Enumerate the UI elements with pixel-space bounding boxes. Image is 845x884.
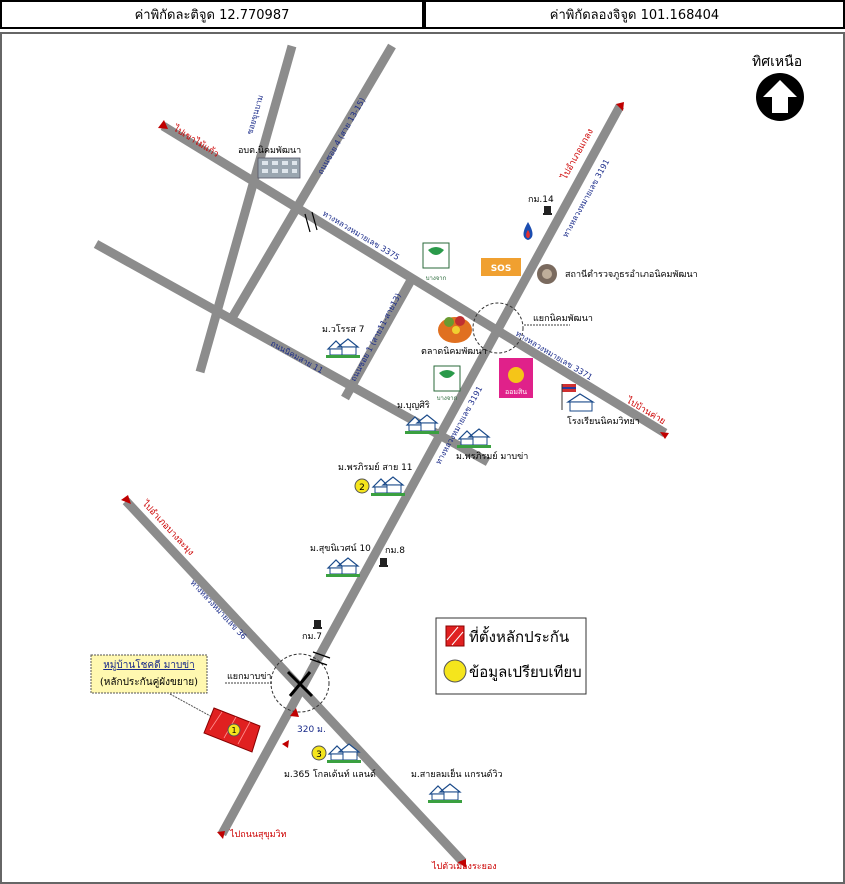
arrow-icon (158, 120, 168, 129)
road-label-3375: ทางหลวงหมายเลข 3375 (321, 209, 401, 262)
km-post-icon (313, 620, 322, 629)
subject-marker-label: 1 (231, 726, 236, 735)
label-village-saitlom: ม.สายลมเย็น แกรนด์วิว (411, 767, 503, 780)
road-soi-1 (341, 279, 414, 401)
dir-to-sukhumvit: ไปถนนสุขุมวิท (229, 829, 287, 840)
arrow-icon (660, 432, 669, 439)
gsb-bank-icon: ออมสิน (499, 358, 533, 398)
label-village-bunsiri: ม.บุญศิริ (397, 400, 430, 411)
coordinate-header: ค่าพิกัดละติจูด 12.770987 ค่าพิกัดลองจิจ… (0, 0, 845, 30)
sos-label: SOS (491, 264, 512, 274)
road-label-36: ทางหลวงหมายเลข 36 (189, 578, 249, 641)
junction-arrow-icon (286, 670, 314, 698)
label-km7: กม.7 (302, 632, 322, 642)
village-house-icon (457, 428, 491, 448)
arrow-icon (121, 495, 131, 504)
village-house-icon (371, 476, 405, 496)
north-arrow: ทิศเหนือ (752, 54, 804, 121)
school-icon (561, 384, 596, 412)
label-village-pornphirom-mabkha: ม.พรภิรมย์ มาบข่า (456, 450, 528, 462)
marker-3-label: 3 (316, 750, 322, 760)
arrow-icon (458, 859, 466, 868)
road-hw-3375 (160, 122, 668, 437)
village-house-icon (327, 743, 361, 763)
label-obt: อบต.นิคมพัฒนา (238, 145, 301, 156)
bangchak-station-icon: บางจาก (433, 365, 461, 402)
village-house-icon (405, 414, 439, 434)
police-station-icon (537, 264, 557, 284)
arrow-icon (217, 831, 225, 839)
legend-comparison-label: ข้อมูลเปรียบเทียบ (469, 663, 582, 681)
road-hw-36 (122, 497, 467, 866)
arrow-icon (616, 102, 624, 111)
bangchak-label-2: บางจาก (437, 395, 458, 402)
longitude-cell: ค่าพิกัดลองจิจูด 101.168404 (424, 0, 845, 29)
village-house-icon (326, 338, 360, 358)
road-network (93, 43, 668, 866)
government-building-icon (257, 157, 301, 179)
road-hw-3191 (218, 103, 624, 837)
bangchak-station-icon: บางจาก (422, 242, 450, 282)
dir-to-sao: ไปเขาไม้แก้ว (171, 123, 221, 160)
label-km14: กม.14 (528, 195, 554, 205)
label-village-sukniwet: ม.สุขนิเวศน์ 10 (310, 542, 371, 554)
legend-comparison-swatch (443, 659, 467, 683)
label-village-wiroj: ม.วโรรส 7 (322, 324, 364, 335)
road-label-kheunbam: ซอยขุนบาม (245, 94, 265, 136)
legend-collateral-label: ที่ตั้งหลักประกัน (469, 626, 569, 646)
road-soi-4 (228, 43, 396, 321)
village-house-icon (326, 557, 360, 577)
label-junction-nikhom: แยกนิคมพัฒนา (533, 313, 593, 324)
label-distance: 320 ม. (297, 725, 326, 735)
label-market: ตลาดนิคมพัฒนา (421, 346, 487, 357)
legend: ที่ตั้งหลักประกัน ข้อมูลเปรียบเทียบ (435, 617, 587, 695)
junction-nikhom-circle (472, 302, 524, 354)
marker-2-label: 2 (359, 483, 365, 493)
subject-name: หมู่บ้านโชคดี มาบข่า (103, 658, 195, 671)
dir-to-rayong: ไปตัวเมืองระยอง (431, 861, 497, 872)
bridge-icon (309, 651, 331, 666)
legend-collateral-swatch (445, 625, 465, 647)
direction-arrows (121, 102, 669, 868)
road-soi-kheunbam (195, 44, 297, 374)
sos-icon: SOS (481, 258, 521, 276)
market-icon (438, 316, 472, 343)
label-junction-mabkha: แยกมาบข่า (227, 672, 271, 682)
comparison-marker-3 (311, 745, 327, 761)
km-post-icon (379, 558, 388, 567)
km-post-icon (543, 206, 552, 215)
road-label-sai11: ถนนนิคมสาย 11 (269, 339, 325, 375)
bangchak-label: บางจาก (426, 275, 447, 282)
village-house-icon (428, 783, 462, 803)
road-label-soi4: ถนนซอย 4 (สาย 13-15) (316, 96, 367, 176)
latitude-cell: ค่าพิกัดละติจูด 12.770987 (0, 0, 424, 29)
label-km8: กม.8 (385, 546, 405, 556)
label-village-pornphirom11: ม.พรภิรมย์ สาย 11 (338, 461, 413, 473)
distance-arrow-icon (282, 708, 299, 748)
label-police: สถานีตำรวจภูธรอำเภอนิคมพัฒนา (565, 269, 698, 280)
label-village-365: ม.365 โกลเด้นท์ แลนด์ (284, 768, 376, 780)
subject-label-box: หมู่บ้านโชคดี มาบข่า (หลักประกันคู่ผังขย… (90, 654, 208, 694)
bridge-icon (304, 211, 318, 233)
road-label-soi1: ถนนซอย 1 (สาย11-สาย13) (349, 292, 403, 383)
label-school: โรงเรียนนิคมวิทยา (567, 416, 640, 427)
gsb-label: ออมสิน (505, 388, 527, 396)
gas-station-icon (523, 222, 533, 240)
north-label: ทิศเหนือ (752, 54, 802, 70)
collateral-parcel: 1 (203, 707, 261, 753)
subject-note: (หลักประกันคู่ผังขยาย) (100, 677, 198, 688)
comparison-marker-2 (354, 478, 370, 494)
